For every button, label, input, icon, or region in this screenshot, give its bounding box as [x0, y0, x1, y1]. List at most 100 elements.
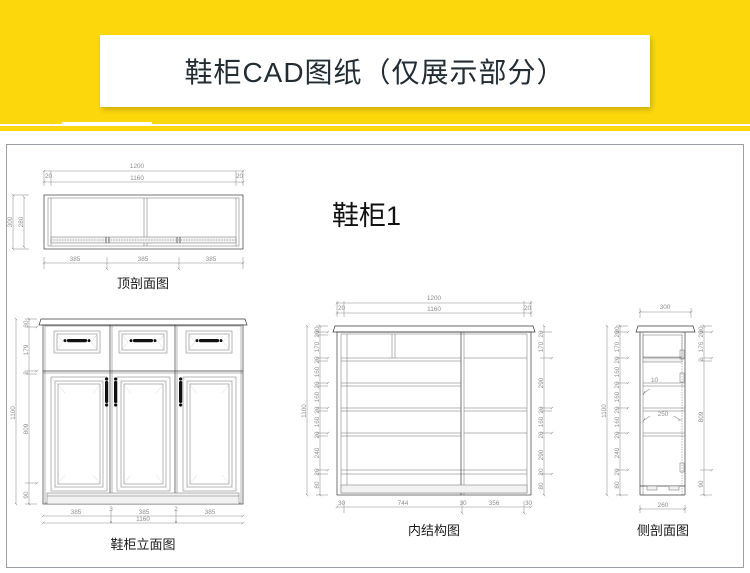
top-section-body: [43, 194, 244, 250]
dim-int-right-chain: [540, 324, 554, 497]
dim-side-inner-leaders: [643, 388, 682, 422]
cad-drawing-sheet: 鞋柜1 1200: [6, 144, 744, 568]
dim-int-r5: 20: [538, 431, 545, 439]
dim-side-right-chain: [700, 324, 714, 497]
dim-label-elev-1100: 1100: [10, 406, 17, 420]
drawer-front: [53, 330, 101, 354]
dim-label-elev-total-width: 1160: [136, 516, 150, 523]
dim-label-elev-plinth: 90: [23, 491, 30, 499]
dim-top-inner-width: [42, 171, 245, 186]
dim-label-int-1200: 1200: [427, 295, 442, 302]
dim-side-l5: 20: [614, 381, 621, 389]
dim-int-r4: 160: [538, 416, 545, 427]
dim-int-left-chain: [316, 324, 330, 497]
dim-side-r1: 20: [698, 330, 705, 338]
elevation-cabinet: [38, 318, 248, 505]
dim-top-bays: [42, 257, 245, 271]
dim-int-overall-width: [335, 301, 533, 317]
dim-int-b2: 30: [459, 500, 467, 507]
dim-label-elev-gap2: 2: [23, 371, 30, 375]
view-internal-structure: 1200 1160 20 20 1100: [301, 295, 554, 538]
dim-label-elev-mull1: 3: [109, 506, 113, 513]
header-divider-accent: [62, 122, 152, 126]
dim-int-l4: 160: [314, 366, 321, 377]
door-handle: [105, 377, 109, 407]
cad-canvas: 鞋柜1 1200: [7, 145, 745, 569]
view-side-section: 300 1100: [601, 304, 714, 538]
dim-side-left-chain: [616, 324, 630, 497]
dim-label-top-edge-left: 20: [45, 173, 53, 180]
dim-side-l3: 20: [614, 356, 621, 364]
dim-side-depth-top: [638, 308, 693, 318]
caption-top-section: 顶剖面图: [117, 276, 169, 291]
page-title: 鞋柜CAD图纸（仅展示部分）: [184, 57, 566, 88]
dim-label-elev-topcap: 30: [23, 320, 30, 328]
dim-side-r0: 30: [698, 326, 705, 334]
dim-int-r2: 290: [538, 377, 545, 388]
dim-int-b0: 30: [338, 500, 346, 507]
caption-side-section: 侧剖面图: [637, 523, 689, 538]
dim-int-r0: 20: [538, 330, 545, 338]
dim-side-l12: 80: [614, 481, 621, 489]
dim-int-l2: 170: [314, 341, 321, 352]
dim-elev-bays: [41, 510, 245, 525]
header-title-box: 鞋柜CAD图纸（仅展示部分）: [100, 35, 650, 107]
dim-side-l10: 240: [614, 447, 621, 458]
dim-label-elev-bay3: 385: [205, 509, 216, 516]
dim-int-bottom-chain: [335, 501, 533, 515]
page-header-banner: 鞋柜CAD图纸（仅展示部分）: [0, 0, 750, 131]
dim-label-int-1100: 1100: [301, 404, 308, 418]
dim-elev-chain: [25, 317, 39, 506]
caption-internal-structure: 内结构图: [408, 523, 460, 538]
dim-int-l0: 30: [314, 326, 321, 334]
dim-label-int-1160: 1160: [427, 306, 441, 313]
dim-label-top-1160: 1160: [130, 175, 144, 182]
dim-side-r3: 2: [698, 358, 705, 362]
dim-int-l5: 20: [314, 381, 321, 389]
dim-top-depth: [11, 193, 29, 251]
header-divider-line: [0, 124, 750, 126]
dim-label-elev-door: 809: [23, 423, 30, 434]
dim-int-r6: 290: [538, 449, 545, 460]
dim-label-top-bay3: 385: [206, 256, 217, 263]
dim-side-l8: 160: [614, 416, 621, 427]
cabinet-door: [116, 376, 171, 492]
caption-elevation: 鞋柜立面图: [110, 537, 175, 552]
dim-int-b1: 744: [398, 500, 409, 507]
dim-int-l1: 20: [314, 330, 321, 338]
dim-label-top-bay2: 385: [138, 256, 149, 263]
dim-side-l4: 160: [614, 366, 621, 377]
dim-label-int-edge-left: 20: [338, 305, 346, 312]
dim-int-r8: 80: [538, 482, 545, 490]
drawer-front: [185, 330, 233, 354]
dim-label-elev-mull2: 2: [174, 506, 178, 513]
dim-side-l9: 20: [614, 431, 621, 439]
dim-label-elev-drawer: 179: [23, 344, 30, 355]
dim-int-b3: 356: [489, 500, 500, 507]
view-elevation: 1100 30 179 2 809 90: [10, 317, 248, 552]
drawing-main-label: 鞋柜1: [332, 201, 401, 231]
dim-side-r4: 809: [698, 411, 705, 422]
dim-int-b4: 30: [525, 500, 533, 507]
dim-side-inner-250: 250: [658, 411, 669, 418]
dim-int-l12: 80: [314, 481, 321, 489]
dim-int-r7: 20: [538, 468, 545, 476]
door-handle: [179, 377, 183, 407]
dim-int-r3: 20: [538, 406, 545, 414]
dim-int-l11: 20: [314, 468, 321, 476]
dim-label-side-260: 260: [658, 502, 669, 509]
dim-side-l11: 20: [614, 468, 621, 476]
dim-side-inner-10: 10: [651, 377, 659, 384]
view-top-section: 1200 1160 20 20: [7, 163, 245, 291]
dim-side-l7: 20: [614, 406, 621, 414]
drawer-front: [118, 330, 168, 354]
dim-side-l1: 20: [614, 330, 621, 338]
dim-label-side-1100: 1100: [601, 404, 608, 418]
door-handle: [114, 377, 118, 407]
dim-label-top-1200: 1200: [130, 163, 145, 170]
dim-side-r2: 176: [698, 341, 705, 352]
cabinet-door: [50, 376, 108, 492]
dim-side-depth-bottom: [638, 505, 687, 513]
dim-side-r5: 90: [698, 480, 705, 488]
